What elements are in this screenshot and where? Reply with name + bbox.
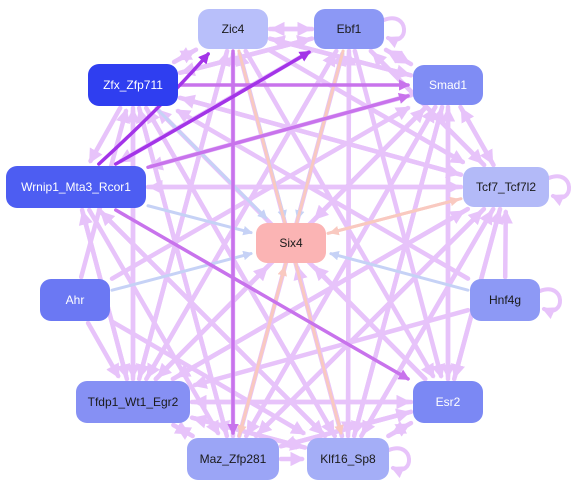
edge-wrnip1-to-ebf1 (113, 50, 311, 166)
edge-ebf1-to-tcf7 (368, 48, 484, 165)
node-six4[interactable]: Six4 (256, 223, 326, 263)
edge-zfx-to-six4 (154, 106, 268, 220)
edge-tfdp1-to-ebf1 (144, 51, 337, 382)
edge-wrnip1-to-esr2 (114, 208, 410, 381)
edge-zfx-to-zic4 (171, 49, 196, 65)
node-six4-label: Six4 (279, 236, 303, 250)
edge-wrnip1-to-maz (87, 207, 221, 436)
node-ahr[interactable]: Ahr (40, 279, 110, 321)
node-hnf4g[interactable]: Hnf4g (470, 279, 540, 321)
node-klf16-box (307, 438, 389, 480)
edge-hnf4g-to-tfdp1 (192, 307, 471, 389)
edge-zic4-to-esr2 (243, 48, 436, 379)
node-esr2[interactable]: Esr2 (413, 381, 483, 423)
node-tfdp1-box (76, 381, 190, 423)
edge-ebf1-to-smad1 (383, 47, 411, 65)
edge-smad1-to-tcf7 (458, 104, 495, 165)
edge-wrnip1-to-smad1 (146, 92, 411, 170)
node-zic4[interactable]: Zic4 (198, 9, 268, 49)
node-smad1-box (413, 65, 483, 105)
node-hnf4g-box (470, 279, 540, 321)
edge-maz-to-tcf7 (253, 209, 484, 439)
self-loop-tcf7 (547, 174, 571, 207)
self-loop-klf16 (387, 446, 411, 479)
node-wrnip1-label: Wrnip1_Mta3_Rcor1 (21, 180, 131, 194)
edge-tfdp1-to-tcf7 (170, 209, 466, 382)
node-ahr-label: Ahr (66, 293, 85, 307)
edge-ahr-to-smad1 (109, 105, 411, 281)
node-ebf1-box (314, 9, 384, 49)
node-zfx[interactable]: Zfx_Zfp711 (88, 64, 178, 106)
edge-esr2-to-klf16 (391, 420, 414, 436)
node-tcf7-label: Tcf7_Tcf7l2 (476, 180, 536, 194)
node-wrnip1[interactable]: Wrnip1_Mta3_Rcor1 (6, 166, 146, 208)
self-loop-hnf4g (538, 287, 562, 320)
node-maz-label: Maz_Zfp281 (200, 452, 267, 466)
node-tfdp1[interactable]: Tfdp1_Wt1_Egr2 (76, 381, 190, 423)
edge-tfdp1-to-maz (171, 421, 190, 436)
edge-six4-to-tcf7 (326, 196, 460, 235)
edge-klf16-to-ebf1 (341, 51, 357, 439)
edge-zfx-to-klf16 (143, 105, 336, 436)
node-tfdp1-label: Tfdp1_Wt1_Egr2 (88, 395, 179, 409)
node-tcf7-box (463, 167, 549, 207)
node-wrnip1-box (6, 166, 146, 208)
edge-zfx-to-wrnip1 (88, 105, 123, 164)
edge-wrnip1-to-zic4 (97, 52, 210, 166)
node-ahr-box (40, 279, 110, 321)
edge-ahr-to-klf16 (109, 319, 306, 436)
node-zfx-label: Zfx_Zfp711 (103, 78, 163, 92)
node-klf16-label: Klf16_Sp8 (320, 452, 376, 466)
node-tcf7[interactable]: Tcf7_Tcf7l2 (463, 167, 549, 207)
node-ebf1[interactable]: Ebf1 (314, 9, 384, 49)
edge-hnf4g-to-six4 (329, 250, 470, 292)
self-loops-layer (382, 16, 571, 479)
node-esr2-box (413, 381, 483, 423)
node-maz-box (187, 438, 279, 480)
node-klf16[interactable]: Klf16_Sp8 (307, 438, 389, 480)
node-zic4-label: Zic4 (222, 22, 245, 36)
node-zic4-box (198, 9, 268, 49)
edge-hnf4g-to-tcf7 (498, 209, 513, 280)
edge-ahr-to-six4 (110, 250, 253, 292)
node-smad1-label: Smad1 (429, 78, 467, 92)
edge-maz-to-smad1 (243, 107, 436, 439)
node-six4-box (256, 223, 326, 263)
node-esr2-label: Esr2 (436, 395, 461, 409)
node-ebf1-label: Ebf1 (337, 22, 362, 36)
node-smad1[interactable]: Smad1 (413, 65, 483, 105)
self-loop-ebf1 (382, 16, 406, 49)
node-zfx-box (88, 64, 178, 106)
node-maz[interactable]: Maz_Zfp281 (187, 438, 279, 480)
node-hnf4g-label: Hnf4g (489, 293, 521, 307)
edge-ahr-to-tfdp1 (85, 320, 121, 379)
edge-wrnip1-to-klf16 (96, 207, 325, 436)
edge-hnf4g-to-zfx (175, 108, 471, 281)
